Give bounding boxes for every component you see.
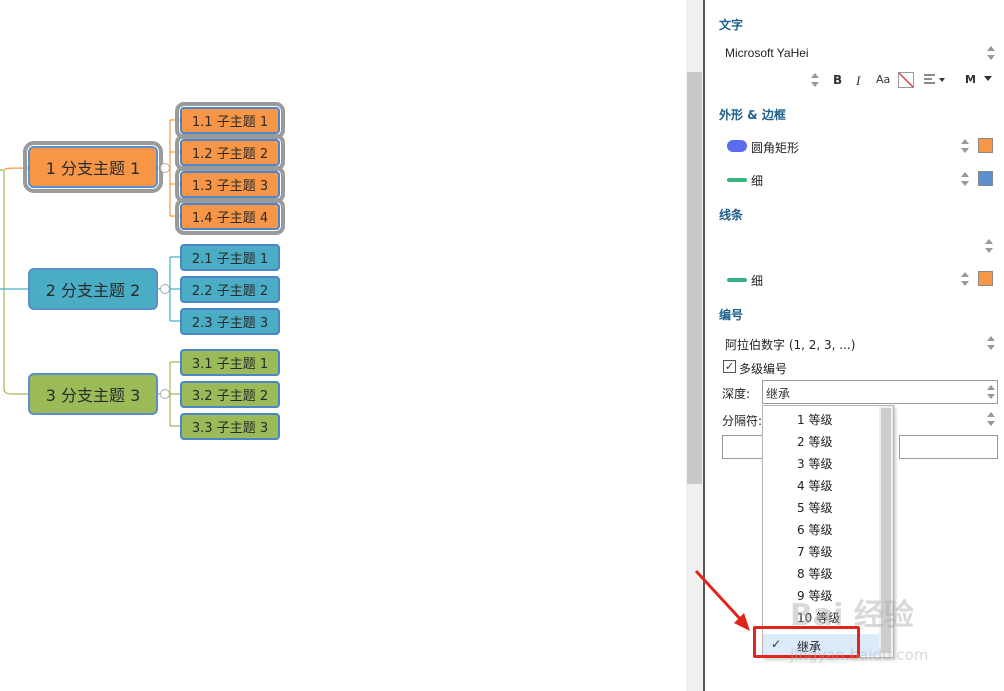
subtopic-3-2[interactable]: 3.2 子主题 2 xyxy=(180,381,280,408)
subtopic-2-1[interactable]: 2.1 子主题 1 xyxy=(180,244,280,271)
subtopic-1-3[interactable]: 1.3 子主题 3 xyxy=(175,166,285,203)
border-color-swatch[interactable] xyxy=(978,171,993,186)
subtopic-3-3[interactable]: 3.3 子主题 3 xyxy=(180,413,280,440)
shape-type-select[interactable]: 圆角矩形 xyxy=(751,141,800,155)
multilevel-label: 多级编号 xyxy=(739,362,788,376)
line-width-spinner[interactable] xyxy=(961,272,969,286)
text-case-button[interactable]: Aa xyxy=(876,73,891,86)
italic-button[interactable]: I xyxy=(856,73,861,88)
size-preset-button[interactable]: M xyxy=(965,73,976,86)
collapse-toggle-branch-1[interactable] xyxy=(160,163,170,173)
watermark-url: jingyan.baidu.com xyxy=(790,646,929,664)
font-family-spinner[interactable] xyxy=(987,46,995,60)
chevron-down-icon[interactable] xyxy=(984,76,992,82)
subtopic-3-1[interactable]: 3.1 子主题 1 xyxy=(180,349,280,376)
subtopic-1-2[interactable]: 1.2 子主题 2 xyxy=(175,134,285,171)
border-width-select[interactable]: 细 xyxy=(751,174,764,188)
border-width-icon xyxy=(727,178,747,182)
canvas-scrollbar-thumb[interactable] xyxy=(687,72,702,484)
depth-option-inherit[interactable]: ✓ 继承 xyxy=(763,634,879,656)
text-section-title: 文字 xyxy=(719,18,744,32)
depth-spinner[interactable] xyxy=(987,385,995,399)
annotation-highlight-box xyxy=(753,626,860,658)
font-family-select[interactable]: Microsoft YaHei xyxy=(725,46,809,60)
prefix-input[interactable] xyxy=(722,435,766,459)
depth-label: 深度: xyxy=(722,387,751,401)
branch-topic-3[interactable]: 3 分支主题 3 xyxy=(28,373,158,415)
rounded-rect-icon xyxy=(727,140,747,152)
align-left-icon xyxy=(924,74,945,84)
watermark-logo: Bai 经验 xyxy=(790,598,914,633)
bold-button[interactable]: B xyxy=(833,73,843,87)
fill-color-swatch[interactable] xyxy=(978,138,993,153)
check-icon: ✓ xyxy=(771,637,782,651)
dropdown-scrollbar-thumb[interactable] xyxy=(881,408,891,653)
line-color-swatch[interactable] xyxy=(978,271,993,286)
connector-lines xyxy=(0,119,180,427)
depth-option-4[interactable]: 4 等级 xyxy=(797,479,833,493)
depth-option-10[interactable]: 10 等级 xyxy=(797,611,841,625)
separator-label: 分隔符: xyxy=(722,414,763,428)
branch-topic-1[interactable]: 1 分支主题 1 xyxy=(23,141,163,193)
subtopic-1-4[interactable]: 1.4 子主题 4 xyxy=(175,198,285,235)
separator-spinner[interactable] xyxy=(987,412,995,426)
subtopic-2-2[interactable]: 2.2 子主题 2 xyxy=(180,276,280,303)
line-width-select[interactable]: 细 xyxy=(751,274,764,288)
canvas-scrollbar[interactable] xyxy=(686,0,703,691)
depth-option-3[interactable]: 3 等级 xyxy=(797,457,833,471)
font-size-spinner[interactable] xyxy=(811,73,819,87)
line-style-spinner[interactable] xyxy=(985,239,993,253)
line-section-title: 线条 xyxy=(719,208,744,222)
subtopic-2-3[interactable]: 2.3 子主题 3 xyxy=(180,308,280,335)
text-color-icon[interactable] xyxy=(898,72,914,88)
depth-option-9[interactable]: 9 等级 xyxy=(797,589,833,603)
numbering-format-select[interactable]: 阿拉伯数字 (1, 2, 3, ...) xyxy=(725,338,856,352)
depth-option-7[interactable]: 7 等级 xyxy=(797,545,833,559)
suffix-input[interactable] xyxy=(899,435,998,459)
depth-option-2[interactable]: 2 等级 xyxy=(797,435,833,449)
mindmap-canvas[interactable]: 1 分支主题 1 1.1 子主题 1 1.2 子主题 2 1.3 子主题 3 1… xyxy=(0,0,686,691)
shape-type-spinner[interactable] xyxy=(961,139,969,153)
depth-option-6[interactable]: 6 等级 xyxy=(797,523,833,537)
depth-option-5[interactable]: 5 等级 xyxy=(797,501,833,515)
shape-section-title: 外形 & 边框 xyxy=(719,108,786,122)
collapse-toggle-branch-3[interactable] xyxy=(160,389,170,399)
panel-divider xyxy=(703,0,705,691)
depth-select-value: 继承 xyxy=(766,387,791,401)
border-width-spinner[interactable] xyxy=(961,172,969,186)
dropdown-scrollbar[interactable] xyxy=(879,406,893,657)
numbering-format-spinner[interactable] xyxy=(987,336,995,350)
subtopic-1-1[interactable]: 1.1 子主题 1 xyxy=(175,102,285,139)
align-button[interactable] xyxy=(923,71,945,90)
collapse-toggle-branch-2[interactable] xyxy=(160,284,170,294)
depth-select[interactable]: 继承 xyxy=(762,380,998,404)
line-width-icon xyxy=(727,278,747,282)
branch-topic-2[interactable]: 2 分支主题 2 xyxy=(28,268,158,310)
annotation-arrow-icon xyxy=(694,569,750,631)
depth-option-1[interactable]: 1 等级 xyxy=(797,413,833,427)
depth-option-8[interactable]: 8 等级 xyxy=(797,567,833,581)
multilevel-checkbox[interactable]: ✓ xyxy=(723,360,736,373)
numbering-section-title: 编号 xyxy=(719,308,744,322)
depth-dropdown[interactable]: 1 等级 2 等级 3 等级 4 等级 5 等级 6 等级 7 等级 8 等级 … xyxy=(762,405,894,658)
